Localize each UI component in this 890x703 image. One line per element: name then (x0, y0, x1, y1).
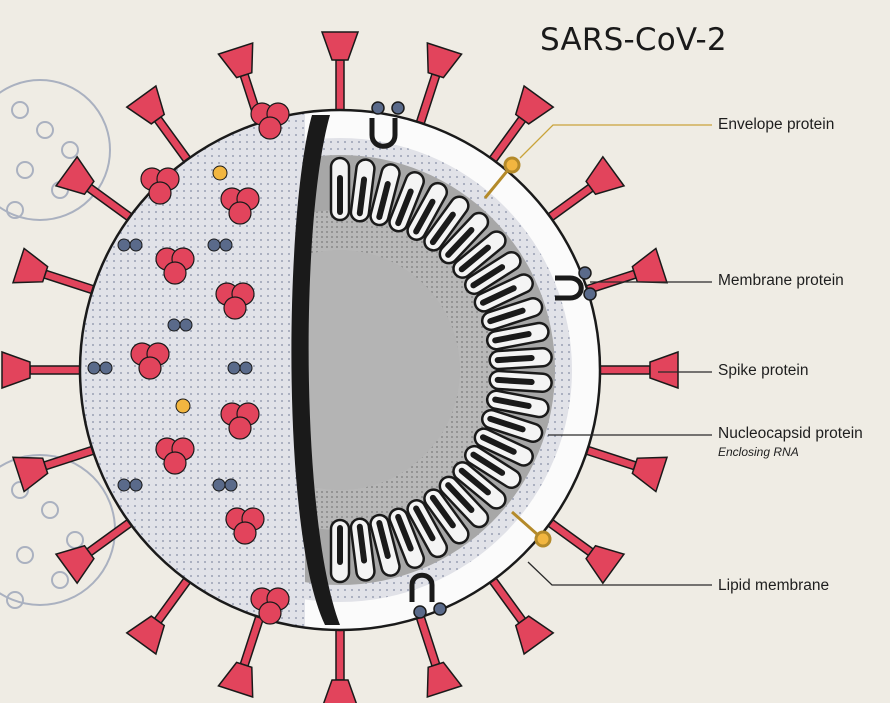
spike-protein (2, 352, 92, 388)
envelope-protein-dot (213, 166, 227, 180)
label-membrane-protein: Membrane protein (718, 272, 844, 290)
label-spike-protein: Spike protein (718, 362, 808, 380)
spike-protein (588, 352, 678, 388)
label-nucleocapsid-protein: Nucleocapsid protein (718, 425, 863, 443)
label-lipid-membrane: Lipid membrane (718, 577, 829, 595)
nucleocapsid-ribbon (331, 158, 349, 220)
envelope-protein-dot (176, 399, 190, 413)
nucleocapsid-ribbon (331, 520, 349, 582)
background-virus-top (0, 80, 110, 220)
diagram-title: SARS-CoV-2 (540, 22, 727, 58)
background-virus-bottom (0, 455, 115, 608)
label-enclosing-rna: Enclosing RNA (718, 445, 799, 459)
nucleocapsid-ribbon (489, 370, 552, 392)
label-envelope-protein: Envelope protein (718, 116, 834, 134)
spike-protein (322, 32, 358, 122)
nucleocapsid-ribbon (489, 348, 552, 370)
